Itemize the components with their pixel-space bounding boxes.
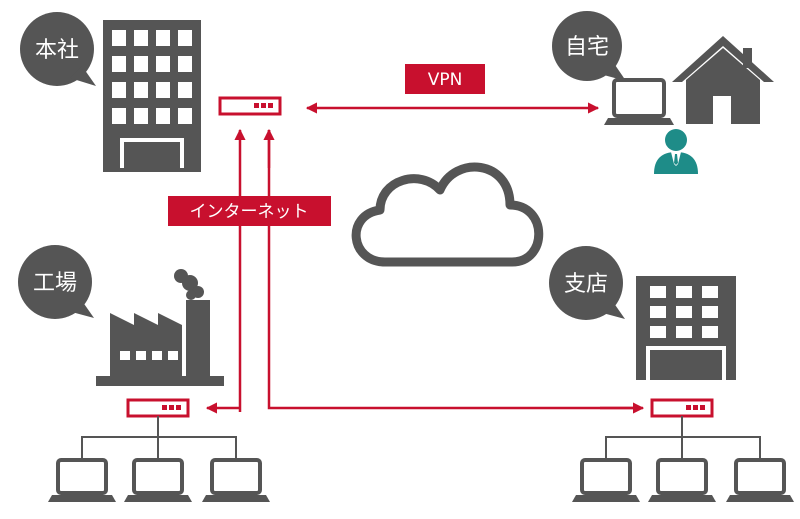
factory-bubble: 工場	[18, 245, 94, 319]
laptop-icon	[48, 458, 116, 502]
window-icon	[134, 30, 148, 46]
window-icon	[178, 108, 192, 124]
branch-bubble: 支店	[549, 246, 625, 320]
laptop-icon	[124, 458, 192, 502]
branch-building-icon	[636, 276, 736, 380]
window-icon	[112, 56, 126, 72]
window-icon	[134, 82, 148, 98]
window-icon	[676, 306, 692, 318]
home-label: 自宅	[565, 35, 609, 60]
window-icon	[676, 286, 692, 298]
window-icon	[156, 82, 170, 98]
window-icon	[178, 56, 192, 72]
window-icon	[112, 108, 126, 124]
head-office-label: 本社	[35, 38, 79, 63]
window-icon	[134, 56, 148, 72]
laptop-icon	[648, 458, 716, 502]
house-icon	[672, 36, 774, 124]
window-icon	[702, 286, 718, 298]
window-icon	[650, 326, 666, 338]
window-icon	[112, 82, 126, 98]
internet-label-box: インターネット	[168, 196, 331, 226]
factory-label: 工場	[33, 271, 77, 296]
head-office-bubble: 本社	[20, 12, 96, 86]
office-building-icon	[103, 20, 201, 172]
window-icon	[156, 108, 170, 124]
window-icon	[112, 30, 126, 46]
window-icon	[178, 30, 192, 46]
laptop-icon	[202, 458, 270, 502]
window-icon	[156, 56, 170, 72]
factory-lan	[48, 416, 270, 502]
laptop-icon	[726, 458, 794, 502]
factory-router-icon	[126, 398, 190, 418]
home-bubble: 自宅	[552, 11, 626, 81]
branch-router-icon	[650, 398, 714, 418]
branch-lan	[572, 416, 794, 502]
cloud-icon	[351, 162, 544, 267]
home-laptop-icon	[604, 78, 674, 125]
window-icon	[650, 306, 666, 318]
window-icon	[676, 326, 692, 338]
internet-label: インターネット	[190, 202, 309, 222]
window-icon	[702, 306, 718, 318]
vpn-connection: VPN	[305, 64, 600, 114]
window-icon	[178, 82, 192, 98]
window-icon	[156, 30, 170, 46]
window-icon	[134, 108, 148, 124]
branch-label: 支店	[564, 272, 608, 297]
window-icon	[702, 326, 718, 338]
user-icon	[654, 129, 698, 174]
laptop-icon	[572, 458, 640, 502]
factory-icon	[96, 269, 224, 386]
window-icon	[650, 286, 666, 298]
head-office-router-icon	[218, 96, 282, 116]
vpn-label: VPN	[428, 70, 463, 90]
